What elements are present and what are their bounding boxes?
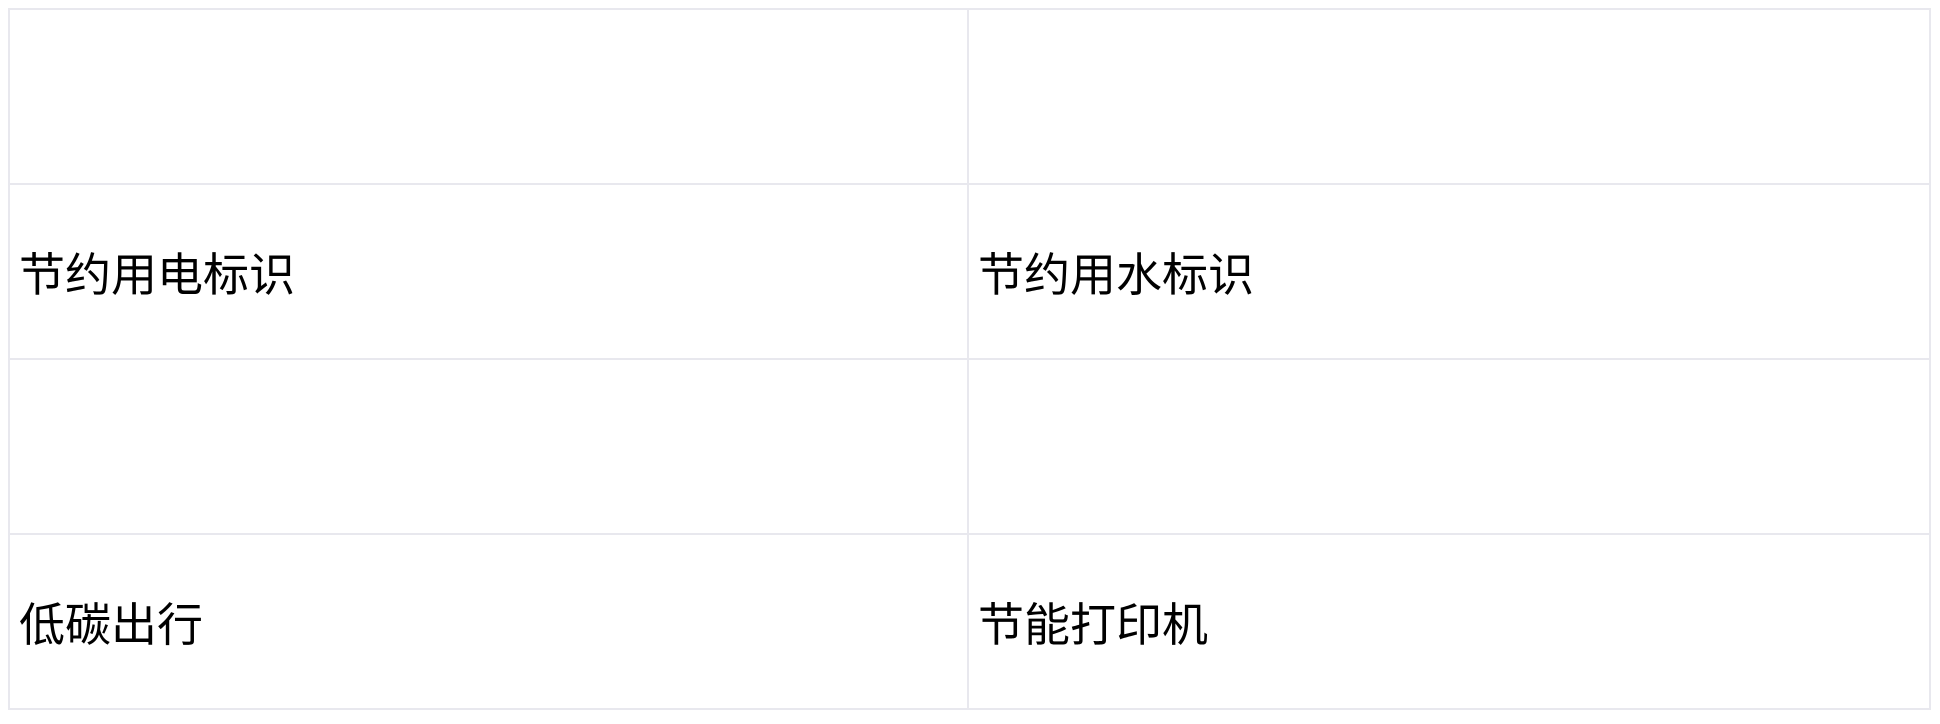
label-energy-saving-printer: 节能打印机 bbox=[967, 533, 1931, 710]
table-row: 节约用电标识 节约用水标识 bbox=[8, 183, 1931, 360]
label-electricity-saving: 节约用电标识 bbox=[8, 183, 969, 360]
table-cell-empty bbox=[8, 358, 969, 535]
table-cell-empty bbox=[8, 8, 969, 185]
table-cell-empty bbox=[967, 8, 1931, 185]
labels-table: 节约用电标识 节约用水标识 低碳出行 节能打印机 bbox=[8, 8, 1931, 710]
table-row: 低碳出行 节能打印机 bbox=[8, 533, 1931, 710]
label-water-saving: 节约用水标识 bbox=[967, 183, 1931, 360]
table-row-image bbox=[8, 8, 1931, 185]
table-cell-empty bbox=[967, 358, 1931, 535]
label-low-carbon-travel: 低碳出行 bbox=[8, 533, 969, 710]
table-row-image bbox=[8, 358, 1931, 535]
